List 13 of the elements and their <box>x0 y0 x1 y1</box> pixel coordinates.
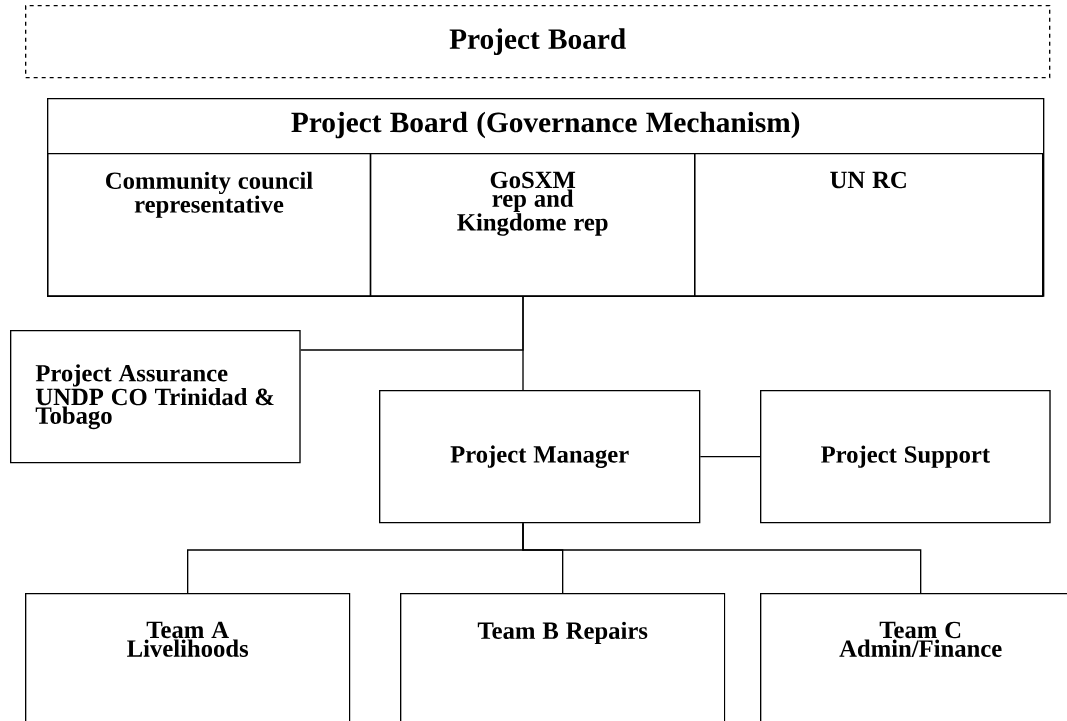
process-box: Project Manager <box>379 390 701 524</box>
connector-line <box>699 456 761 458</box>
connector-line <box>522 522 922 594</box>
process-box: Team A Livelihoods <box>25 593 351 721</box>
table-cell: GoSXM rep and Kingdome rep <box>370 153 696 297</box>
dashed-box: Project Board <box>25 5 1051 79</box>
process-box: Team C Admin/Finance <box>760 593 1067 721</box>
table-cell: UN RC <box>694 153 1044 297</box>
table-cell: Community council representative <box>47 153 371 297</box>
process-box: Team B Repairs <box>400 593 726 721</box>
connector-line <box>522 296 524 391</box>
process-box: Project Assurance UNDP CO Trinidad & Tobago <box>10 330 301 464</box>
process-box: Project Support <box>760 390 1051 524</box>
